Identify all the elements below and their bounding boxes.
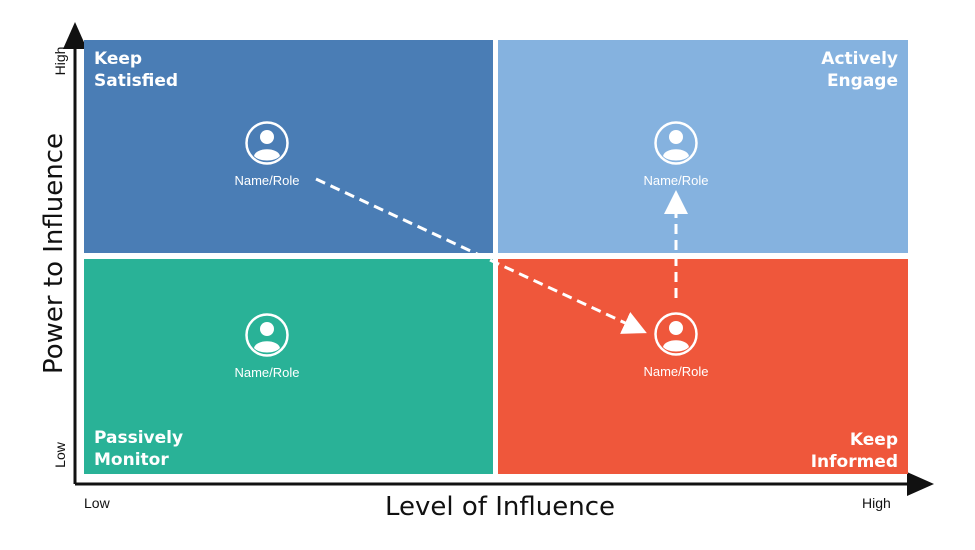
stakeholder-label: Name/Role	[234, 365, 300, 380]
y-axis-title: Power to Influence	[39, 132, 69, 374]
quadrant-label-line2: Engage	[826, 71, 898, 91]
y-axis-high-label: High	[52, 46, 68, 76]
stakeholder-label: Name/Role	[234, 173, 300, 188]
quadrant-label-line2: Informed	[810, 452, 898, 472]
user-avatar-icon	[654, 312, 698, 356]
quadrant-label: Keep Satisfied	[94, 48, 178, 92]
quadrant-label: Passively Monitor	[94, 427, 183, 471]
stakeholder-label: Name/Role	[643, 173, 709, 188]
quadrant-passively-monitor: Passively Monitor Name/Role	[84, 259, 493, 474]
stakeholder-card[interactable]: Name/Role	[217, 313, 317, 380]
x-axis-title: Level of Influence	[385, 492, 615, 522]
x-axis-low-label: Low	[84, 495, 110, 511]
quadrant-label-line1: Actively	[821, 49, 898, 69]
quadrant-label-line1: Passively	[94, 428, 184, 448]
quadrant-actively-engage: Actively Engage Name/Role	[498, 40, 908, 253]
quadrant-label: Keep Informed	[811, 429, 898, 473]
stakeholder-card[interactable]: Name/Role	[217, 121, 317, 188]
y-axis-low-label: Low	[52, 442, 68, 468]
stakeholder-card[interactable]: Name/Role	[626, 312, 726, 379]
quadrant-label-line2: Satisfied	[94, 71, 179, 91]
quadrant-keep-satisfied: Keep Satisfied Name/Role	[84, 40, 493, 253]
user-avatar-icon	[245, 313, 289, 357]
stakeholder-card[interactable]: Name/Role	[626, 121, 726, 188]
quadrant-label-line2: Monitor	[94, 450, 169, 470]
quadrant-keep-informed: Keep Informed Name/Role	[498, 259, 908, 474]
stakeholder-label: Name/Role	[643, 364, 709, 379]
quadrant-label-line1: Keep	[849, 430, 898, 450]
quadrant-label-line1: Keep	[94, 49, 143, 69]
user-avatar-icon	[654, 121, 698, 165]
x-axis-high-label: High	[862, 495, 891, 511]
user-avatar-icon	[245, 121, 289, 165]
quadrant-label: Actively Engage	[821, 48, 898, 92]
